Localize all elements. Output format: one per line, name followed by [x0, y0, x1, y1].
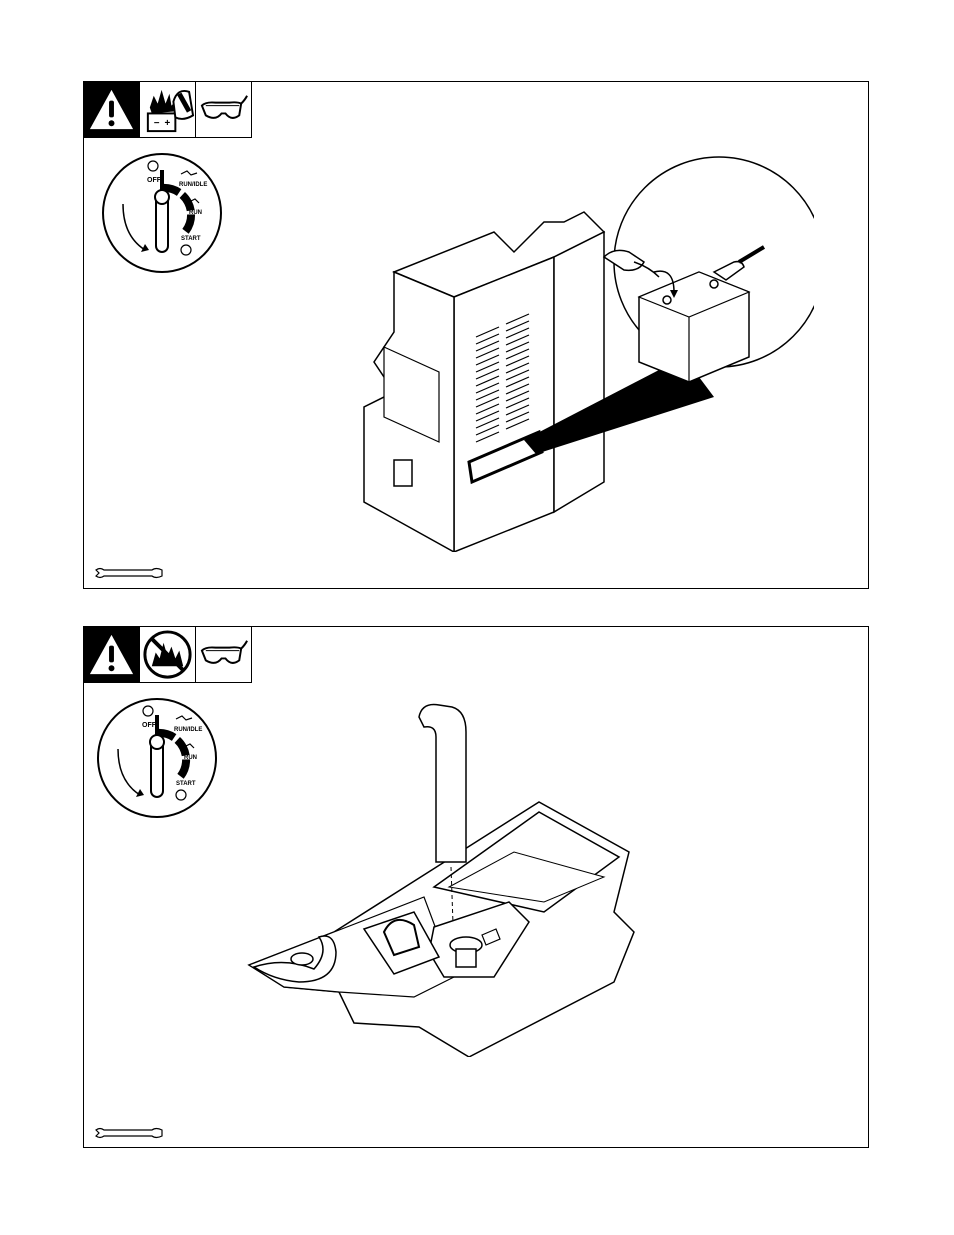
battery-plus-label: +	[165, 118, 171, 129]
hazard-symbol-strip: − +	[84, 82, 252, 138]
engine-switch-dial: OFF RUN/IDLE RUN START	[96, 697, 218, 819]
engine-switch-dial: OFF RUN/IDLE RUN START	[101, 152, 223, 274]
safety-glasses-icon	[196, 627, 252, 683]
switch-label-run-idle: RUN/IDLE	[174, 727, 202, 733]
warning-exclamation-icon	[84, 82, 140, 138]
switch-label-start: START	[176, 781, 196, 787]
switch-label-run: RUN	[189, 210, 202, 216]
switch-label-off: OFF	[142, 722, 157, 729]
switch-label-off: OFF	[147, 177, 162, 184]
exhaust-pipe-illustration	[244, 697, 644, 1057]
procedure-panel-exhaust: OFF RUN/IDLE RUN START	[83, 626, 869, 1148]
switch-label-run-idle: RUN/IDLE	[179, 182, 207, 188]
battery-explosion-icon: − +	[140, 82, 196, 138]
welder-generator-battery-illustration	[354, 122, 814, 552]
wrench-icon	[94, 1126, 164, 1140]
switch-label-run: RUN	[184, 755, 197, 761]
procedure-panel-battery: − + OFF RUN/IDLE RUN START	[83, 81, 869, 589]
hazard-symbol-strip	[84, 627, 252, 683]
warning-exclamation-icon	[84, 627, 140, 683]
safety-glasses-icon	[196, 82, 252, 138]
wrench-icon	[94, 566, 164, 580]
switch-label-start: START	[181, 236, 201, 242]
battery-minus-label: −	[154, 118, 160, 129]
no-open-flame-icon	[140, 627, 196, 683]
